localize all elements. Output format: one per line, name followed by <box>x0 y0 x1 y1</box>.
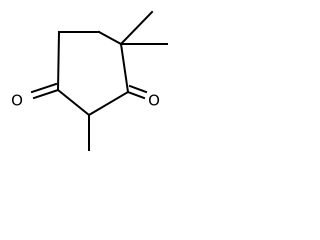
bond-ring-lower-right <box>87 90 130 117</box>
oxygen-left-label: O <box>11 92 23 110</box>
bond-carbonyl-right-b <box>128 84 148 94</box>
bond-ring-lower-left <box>56 88 91 117</box>
molecule-structure-diagram: O O <box>8 10 168 151</box>
bond-ring-left <box>56 30 61 92</box>
bond-carbonyl-left-b <box>30 82 58 94</box>
bond-carbonyl-right-a <box>126 90 146 100</box>
oxygen-left-background <box>8 91 26 109</box>
bond-methyl-top-right <box>119 10 154 46</box>
oxygen-right-label: O <box>148 92 160 110</box>
bond-ring-right <box>119 42 130 94</box>
oxygen-right-background <box>145 91 163 109</box>
bond-carbonyl-left-a <box>32 88 60 100</box>
bond-ring-upper-right <box>97 30 123 46</box>
